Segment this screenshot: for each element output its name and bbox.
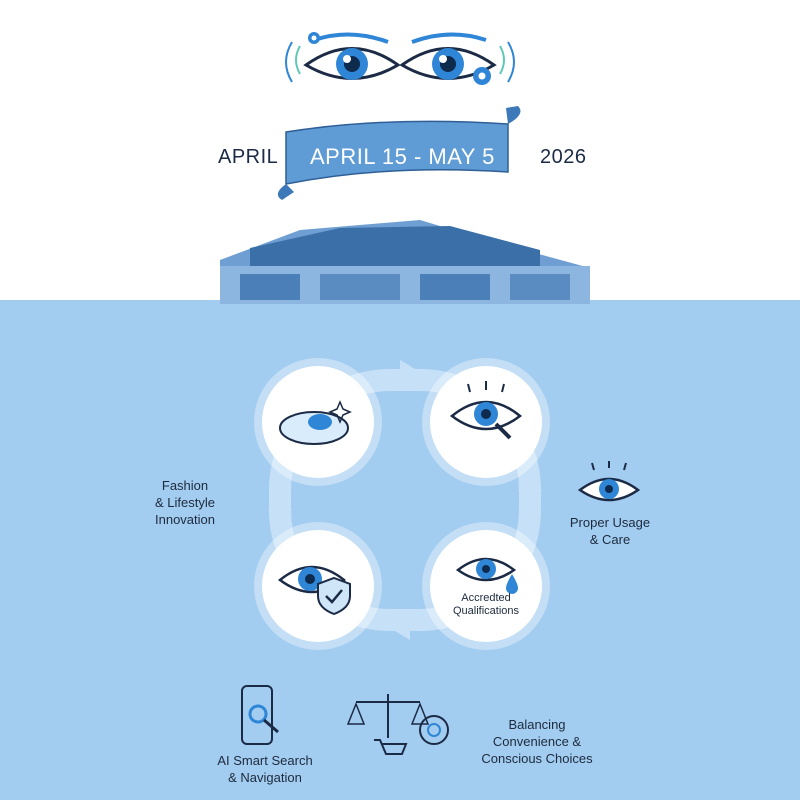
date-right: 2026 [540, 146, 587, 168]
exhibition-building [220, 220, 590, 304]
eye-shield-icon [277, 565, 351, 616]
cycle-ring [268, 360, 542, 640]
fashion-lifestyle-label: Fashion & Lifestyle Innovation [155, 478, 215, 527]
eye-protection-circle [262, 530, 374, 642]
banner-date-range: APRIL 15 - MAY 5 [310, 144, 495, 169]
eye-inspection-circle [430, 366, 542, 478]
eye-care-circle: Accredted Qualifications [430, 530, 542, 642]
left-eye-icon [285, 32, 401, 83]
right-eye-icon [399, 32, 515, 83]
scale-cart-brain-icon [346, 694, 449, 755]
ai-smart-search-label: AI Smart Search & Navigation [217, 753, 313, 785]
accredited-qualifications-label: Accredted Qualifications [452, 592, 520, 617]
date-left: APRIL [218, 146, 279, 168]
contact-lens-icon [279, 400, 352, 445]
eye-drop-icon [455, 557, 518, 594]
eye-magnifier-icon [449, 381, 523, 440]
contact-lens-circle [262, 366, 374, 478]
eye-icon [577, 461, 641, 502]
ribbon-banner [277, 106, 521, 200]
proper-usage-label: Proper Usage & Care [569, 515, 651, 547]
eyes-logo [285, 32, 515, 85]
phone-search-icon [241, 685, 279, 745]
balancing-convenience-label: Balancing Convenience & Conscious Choice… [481, 717, 593, 766]
gear-icon [473, 67, 491, 85]
gear-icon [308, 32, 320, 44]
